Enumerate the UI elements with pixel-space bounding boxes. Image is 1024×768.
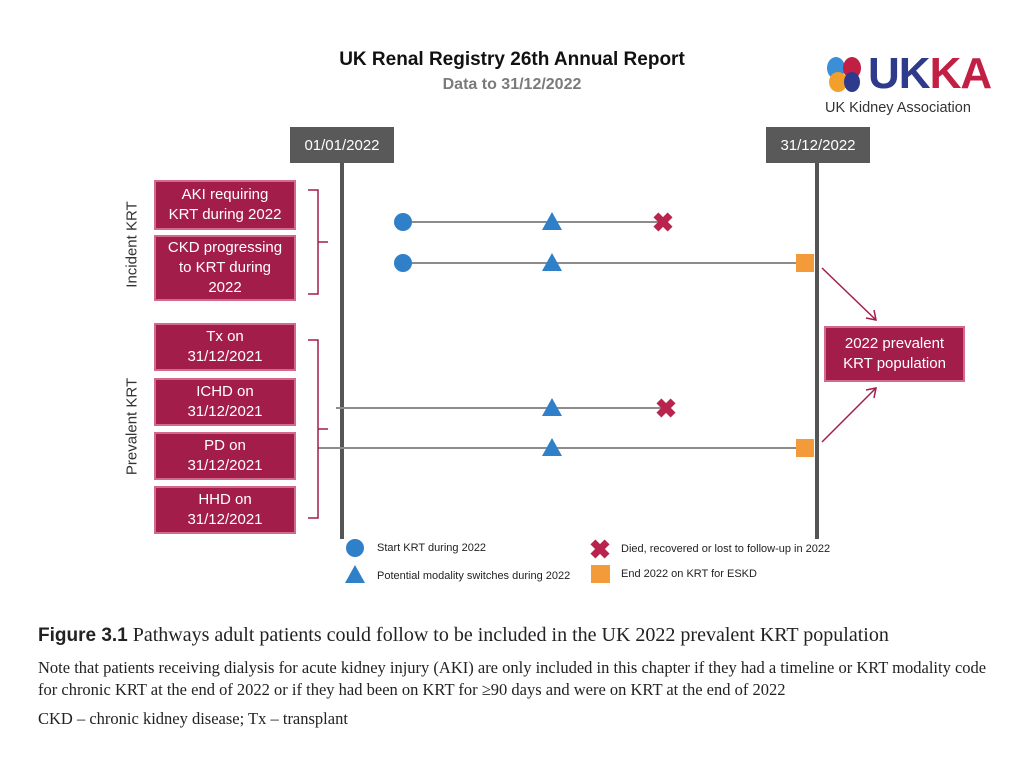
start-timeline xyxy=(340,163,344,539)
logo-tagline: UK Kidney Association xyxy=(825,100,971,116)
legend-circle-icon xyxy=(346,539,364,557)
box-aki-label: AKI requiring KRT during 2022 xyxy=(168,186,282,223)
ukka-logo: UKKA UK Kidney Association xyxy=(822,50,998,120)
box-ichd: ICHD on 31/12/2021 xyxy=(154,378,296,426)
legend-cross-icon xyxy=(590,539,610,559)
legend-square-icon xyxy=(591,565,610,583)
box-aki: AKI requiring KRT during 2022 xyxy=(154,180,296,230)
modality-switch-triangle xyxy=(542,398,562,416)
died-cross xyxy=(656,398,676,418)
modality-switch-triangle xyxy=(542,212,562,230)
pathway-line-ckd xyxy=(403,262,805,264)
pathway-line-pd xyxy=(318,447,805,449)
box-ckd: CKD progressing to KRT during 2022 xyxy=(154,235,296,301)
end-timeline xyxy=(815,163,819,539)
pathway-line-aki xyxy=(403,221,663,223)
end-krt-square xyxy=(796,439,814,457)
box-ckd-label: CKD progressing to KRT during 2022 xyxy=(167,239,283,296)
result-box-label: 2022 prevalent KRT population xyxy=(843,335,946,372)
prevalent-bracket xyxy=(308,339,328,519)
kidney-logo-icon xyxy=(827,57,861,92)
pathway-line-ichd xyxy=(336,407,666,409)
box-hhd-label: HHD on 31/12/2021 xyxy=(187,491,263,528)
end-date-box: 31/12/2022 xyxy=(766,127,870,163)
legend-start-krt: Start KRT during 2022 xyxy=(377,542,487,554)
end-krt-square xyxy=(796,254,814,272)
legend-modality-switch: Potential modality switches during 2022 xyxy=(377,570,571,582)
box-pd-label: PD on 31/12/2021 xyxy=(187,437,263,474)
box-pd: PD on 31/12/2021 xyxy=(154,432,296,480)
arrow-to-result-top xyxy=(821,267,877,321)
modality-switch-triangle xyxy=(542,438,562,456)
start-date-label: 01/01/2022 xyxy=(304,136,380,154)
box-hhd: HHD on 31/12/2021 xyxy=(154,486,296,534)
start-krt-circle xyxy=(394,254,412,272)
end-date-label: 31/12/2022 xyxy=(780,136,856,154)
box-ichd-label: ICHD on 31/12/2021 xyxy=(187,383,263,420)
box-tx-label: Tx on 31/12/2021 xyxy=(187,328,263,365)
modality-switch-triangle xyxy=(542,253,562,271)
figure-caption: Figure 3.1 Pathways adult patients could… xyxy=(38,624,889,647)
figure-title: Pathways adult patients could follow to … xyxy=(127,624,889,646)
result-box: 2022 prevalent KRT population xyxy=(824,326,965,382)
start-date-box: 01/01/2022 xyxy=(290,127,394,163)
incident-bracket xyxy=(308,189,328,295)
logo-wordmark-ka: KA xyxy=(929,49,993,98)
figure-label: Figure 3.1 xyxy=(38,625,128,646)
figure-abbreviations: CKD – chronic kidney disease; Tx – trans… xyxy=(38,709,348,728)
report-subtitle: Data to 31/12/2022 xyxy=(442,76,582,93)
report-title: UK Renal Registry 26th Annual Report xyxy=(339,49,685,70)
logo-wordmark-uk: UK xyxy=(868,49,931,98)
legend-end-krt: End 2022 on KRT for ESKD xyxy=(621,568,757,580)
box-tx: Tx on 31/12/2021 xyxy=(154,323,296,371)
logo-wordmark: UKKA xyxy=(868,49,993,98)
legend-died: Died, recovered or lost to follow-up in … xyxy=(621,543,831,555)
figure-note: Note that patients receiving dialysis fo… xyxy=(38,658,987,699)
arrow-to-result-bottom xyxy=(821,387,877,443)
start-krt-circle xyxy=(394,213,412,231)
died-cross xyxy=(653,212,673,232)
legend-triangle-icon xyxy=(345,565,365,583)
